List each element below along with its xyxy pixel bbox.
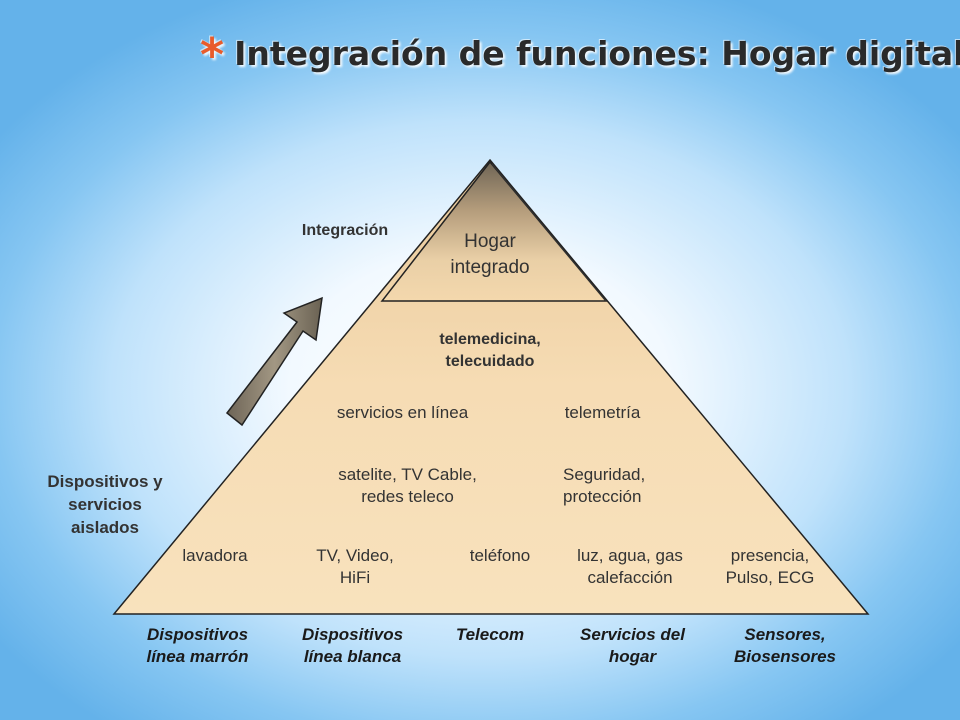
base-label-telefono: teléfono xyxy=(469,546,531,565)
level3-label: telemedicina, telecuidado xyxy=(439,331,541,370)
pyramid-body xyxy=(112,158,870,615)
base-label-services: luz, agua, gas calefacción xyxy=(577,546,683,587)
base-label-tv: TV, Video, HiFi xyxy=(316,546,394,587)
category-white-line: Dispositivos línea blanca xyxy=(301,625,404,666)
title-bullet: * xyxy=(200,28,225,82)
category-telecom: Telecom xyxy=(455,625,525,644)
apex-edge-shadow xyxy=(491,163,607,302)
level1-label-cable: satelite, TV Cable, redes teleco xyxy=(338,465,477,506)
title-text: Integración de funciones: Hogar digital xyxy=(234,34,960,73)
integration-label: Integración xyxy=(301,222,389,239)
apex-label: Hogar integrado xyxy=(450,231,530,278)
base-label-lavadora: lavadora xyxy=(182,546,248,565)
level1-label-security: Seguridad, protección xyxy=(563,465,646,506)
category-home-services: Servicios del hogar xyxy=(580,625,685,666)
category-brown-line: Dispositivos línea marrón xyxy=(146,625,249,666)
level2-label-telemetry: telemetría xyxy=(564,403,641,422)
category-sensors: Sensores, Biosensores xyxy=(733,625,837,666)
integration-arrow xyxy=(225,296,323,427)
base-label-sensors: presencia, Pulso, ECG xyxy=(725,546,815,587)
isolated-devices-label: Dispositivos y servicios aislados xyxy=(47,472,163,537)
level2-label-online: servicios en línea xyxy=(336,403,469,422)
slide-title: *Integración de funciones: Hogar digital xyxy=(200,28,960,88)
